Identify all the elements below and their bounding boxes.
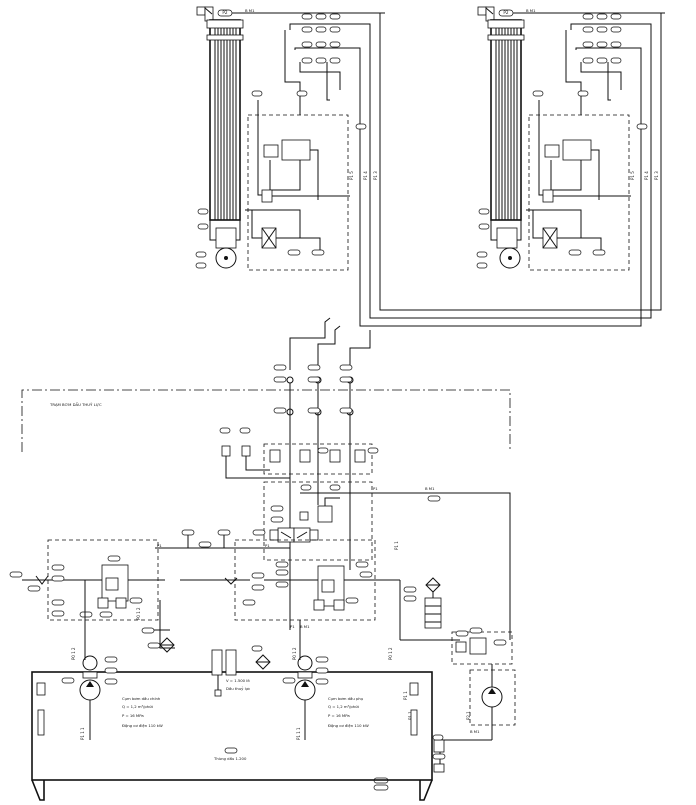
svg-text:P0 1 2: P0 1 2 — [136, 607, 141, 620]
svg-text:P0 1 2: P0 1 2 — [292, 647, 297, 660]
svg-text:B M1: B M1 — [245, 8, 255, 13]
svg-text:P1 5: P1 5 — [349, 171, 354, 180]
oil-tank: Cụm bơm dầu chính Q = 1,2 m³/phút P = 16… — [31, 649, 433, 801]
svg-text:B M1: B M1 — [300, 624, 310, 629]
pump-station-boundary: TRẠM BƠM DẦU THUỶ LỰC — [21, 389, 511, 452]
svg-text:P1 1: P1 1 — [408, 711, 413, 720]
svg-text:P1 3: P1 3 — [654, 171, 659, 180]
left-pump-line1: Q = 1,2 m³/phút — [122, 704, 154, 709]
label-p1: P1 — [373, 486, 378, 491]
tank-name: Thùng dầu 1.200 — [213, 756, 247, 761]
svg-text:P1: P1 — [265, 543, 270, 548]
svg-text:P1: P1 — [157, 543, 162, 548]
svg-text:P2: P2 — [222, 10, 228, 15]
pump-circuits: P1 P1 — [9, 529, 400, 670]
svg-text:P1 1: P1 1 — [403, 691, 408, 700]
right-pump-line3: Động cơ điện 110 kW — [328, 723, 369, 728]
right-pump-line2: P = 16 MPa — [328, 713, 350, 718]
left-pump-title: Cụm bơm dầu chính — [122, 696, 161, 701]
svg-text:B M1: B M1 — [470, 729, 480, 734]
right-pump-line1: Q = 1,2 m³/phút — [328, 704, 360, 709]
svg-text:P0 1 2: P0 1 2 — [388, 647, 393, 660]
svg-text:P1: P1 — [290, 624, 295, 629]
right-pump-title: Cụm bơm dầu phụ — [328, 696, 364, 701]
svg-text:P0 1 2: P0 1 2 — [71, 647, 76, 660]
svg-text:P2 1: P2 1 — [466, 711, 471, 720]
svg-text:P2: P2 — [503, 10, 509, 15]
svg-text:P1 1: P1 1 — [394, 541, 399, 550]
tank-info-line2: Dầu thuỷ lực — [226, 686, 250, 691]
accumulator-return: B M1 P2 1 P1 1 — [373, 492, 516, 791]
left-pump-line2: P = 16 MPa — [122, 713, 144, 718]
station-label: TRẠM BƠM DẦU THUỶ LỰC — [49, 402, 102, 407]
actuator-unit-left: P2 B M1 — [195, 6, 385, 320]
svg-text:B M1: B M1 — [526, 8, 536, 13]
control-valve-block: P1 B M1 P1 1 — [219, 427, 441, 570]
svg-text:P1 5: P1 5 — [630, 171, 635, 180]
svg-text:P1 1 1: P1 1 1 — [80, 727, 85, 740]
svg-text:B M1: B M1 — [425, 486, 435, 491]
svg-text:P1 3: P1 3 — [373, 171, 378, 180]
svg-text:P1 1 1: P1 1 1 — [296, 727, 301, 740]
actuator-unit-right: P2 B M1 — [476, 6, 665, 320]
manifold-lines — [273, 305, 662, 630]
left-pump-line3: Động cơ điện 110 kW — [122, 723, 163, 728]
svg-text:P1 4: P1 4 — [363, 171, 368, 180]
tank-info-line1: V = 1.500 lít — [226, 678, 250, 683]
svg-text:P1 4: P1 4 — [644, 171, 649, 180]
